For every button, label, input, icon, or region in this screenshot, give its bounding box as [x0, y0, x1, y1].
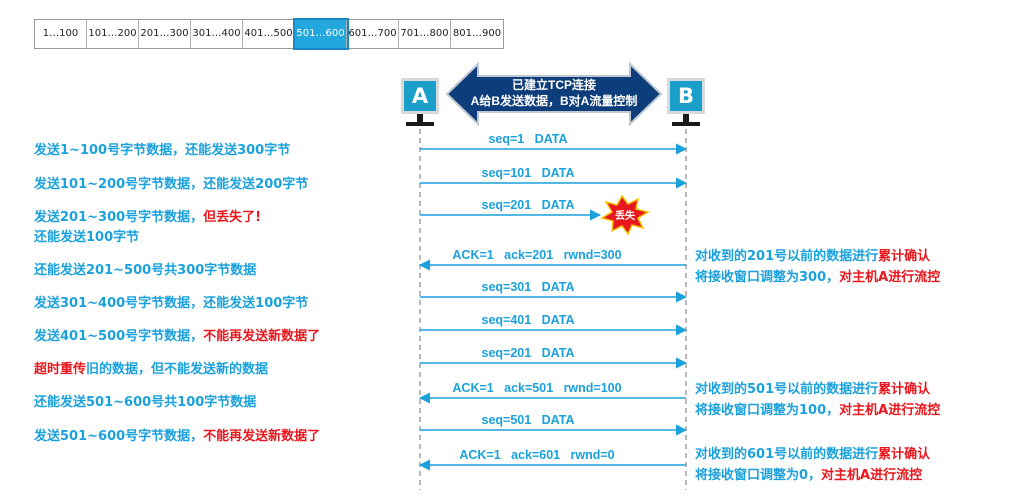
- note-text: 还能发送100字节: [34, 230, 140, 245]
- strip-cell: 101…200: [87, 20, 139, 48]
- host-a-base: [406, 122, 434, 126]
- sender-note: 发送101~200号字节数据，还能发送200字节: [34, 173, 308, 192]
- note-emphasis: 对主机A进行流控: [821, 468, 923, 483]
- lost-badge-text: 丢失: [615, 209, 636, 222]
- sender-note: 超时重传旧的数据，但不能发送新的数据: [34, 358, 268, 377]
- note-text: 发送501~600号字节数据，: [34, 429, 204, 444]
- note-text: 将接收窗口调整为300，: [695, 270, 840, 285]
- host-a: A: [401, 78, 439, 126]
- note-text: 发送201~300号字节数据，: [34, 210, 204, 225]
- strip-cell: 701…800: [399, 20, 451, 48]
- note-emphasis: 对主机A进行流控: [839, 403, 941, 418]
- receiver-note: 将接收窗口调整为100，对主机A进行流控: [695, 399, 940, 418]
- lost-burst: 丢失: [600, 194, 650, 236]
- sender-note: 发送1~100号字节数据，还能发送300字节: [34, 139, 290, 158]
- note-emphasis: 不能再发送新数据了: [203, 429, 321, 444]
- note-text: 还能发送201~500号共300字节数据: [34, 263, 257, 278]
- note-text: 将接收窗口调整为100，: [695, 403, 840, 418]
- note-text: 旧的数据，但不能发送新的数据: [86, 362, 269, 377]
- host-b: B: [667, 78, 705, 126]
- receiver-note: 对收到的201号以前的数据进行累计确认: [695, 245, 930, 264]
- note-text: 对收到的601号以前的数据进行: [695, 447, 879, 462]
- strip-cell: 601…700: [347, 20, 399, 48]
- host-a-stand: [417, 114, 423, 122]
- note-emphasis: 累计确认: [878, 447, 931, 462]
- message-label: seq=501 DATA: [482, 413, 575, 427]
- message-label: seq=101 DATA: [482, 166, 575, 180]
- message-label: seq=401 DATA: [482, 313, 575, 327]
- message-label: ACK=1 ack=601 rwnd=0: [459, 448, 614, 462]
- sender-note: 发送401~500号字节数据，不能再发送新数据了: [34, 325, 320, 344]
- host-b-base: [672, 122, 700, 126]
- receiver-note: 对收到的501号以前的数据进行累计确认: [695, 378, 930, 397]
- note-emphasis: 但丢失了!: [203, 210, 262, 225]
- message-label: seq=201 DATA: [482, 198, 575, 212]
- sender-note: 还能发送201~500号共300字节数据: [34, 259, 256, 278]
- receiver-note: 将接收窗口调整为0，对主机A进行流控: [695, 464, 922, 483]
- strip-cell: 1…100: [35, 20, 87, 48]
- note-text: 将接收窗口调整为0，: [695, 468, 822, 483]
- sender-note: 发送301~400号字节数据，还能发送100字节: [34, 292, 308, 311]
- receiver-note: 对收到的601号以前的数据进行累计确认: [695, 443, 930, 462]
- connection-line-1: 已建立TCP连接: [512, 77, 596, 92]
- note-text: 还能发送501~600号共100字节数据: [34, 395, 257, 410]
- message-label: ACK=1 ack=501 rwnd=100: [452, 381, 621, 395]
- strip-cell: 801…900: [452, 28, 502, 39]
- connection-banner: [445, 61, 663, 127]
- message-label: seq=301 DATA: [482, 280, 575, 294]
- receiver-note: 将接收窗口调整为300，对主机A进行流控: [695, 266, 940, 285]
- note-text: 发送301~400号字节数据，还能发送100字节: [34, 296, 309, 311]
- strip-cell: 301…400: [191, 20, 243, 48]
- note-emphasis: 累计确认: [878, 382, 931, 397]
- note-text: 发送401~500号字节数据，: [34, 329, 204, 344]
- sender-note: 发送501~600号字节数据，不能再发送新数据了: [34, 425, 320, 444]
- host-a-monitor: A: [401, 78, 439, 114]
- host-b-monitor: B: [667, 78, 705, 114]
- note-emphasis: 对主机A进行流控: [839, 270, 941, 285]
- note-text: 对收到的201号以前的数据进行: [695, 249, 879, 264]
- note-text: 对收到的501号以前的数据进行: [695, 382, 879, 397]
- connection-line-2: A给B发送数据，B对A流量控制: [471, 93, 638, 108]
- note-emphasis: 超时重传: [34, 362, 87, 377]
- sender-note: 还能发送501~600号共100字节数据: [34, 391, 256, 410]
- note-text: 发送1~100号字节数据，还能发送300字节: [34, 143, 291, 158]
- sender-note: 发送201~300号字节数据，但丢失了!: [34, 206, 261, 225]
- note-text: 发送101~200号字节数据，还能发送200字节: [34, 177, 309, 192]
- note-emphasis: 不能再发送新数据了: [203, 329, 321, 344]
- message-label: seq=201 DATA: [482, 346, 575, 360]
- message-label: seq=1 DATA: [488, 132, 567, 146]
- strip-cell: 201…300: [139, 20, 191, 48]
- message-label: ACK=1 ack=201 rwnd=300: [452, 248, 621, 262]
- sender-note: 还能发送100字节: [34, 226, 139, 245]
- strip-cell: 501…600: [293, 18, 349, 50]
- host-b-stand: [683, 114, 689, 122]
- note-emphasis: 累计确认: [878, 249, 931, 264]
- strip-cell: 401…500: [243, 20, 295, 48]
